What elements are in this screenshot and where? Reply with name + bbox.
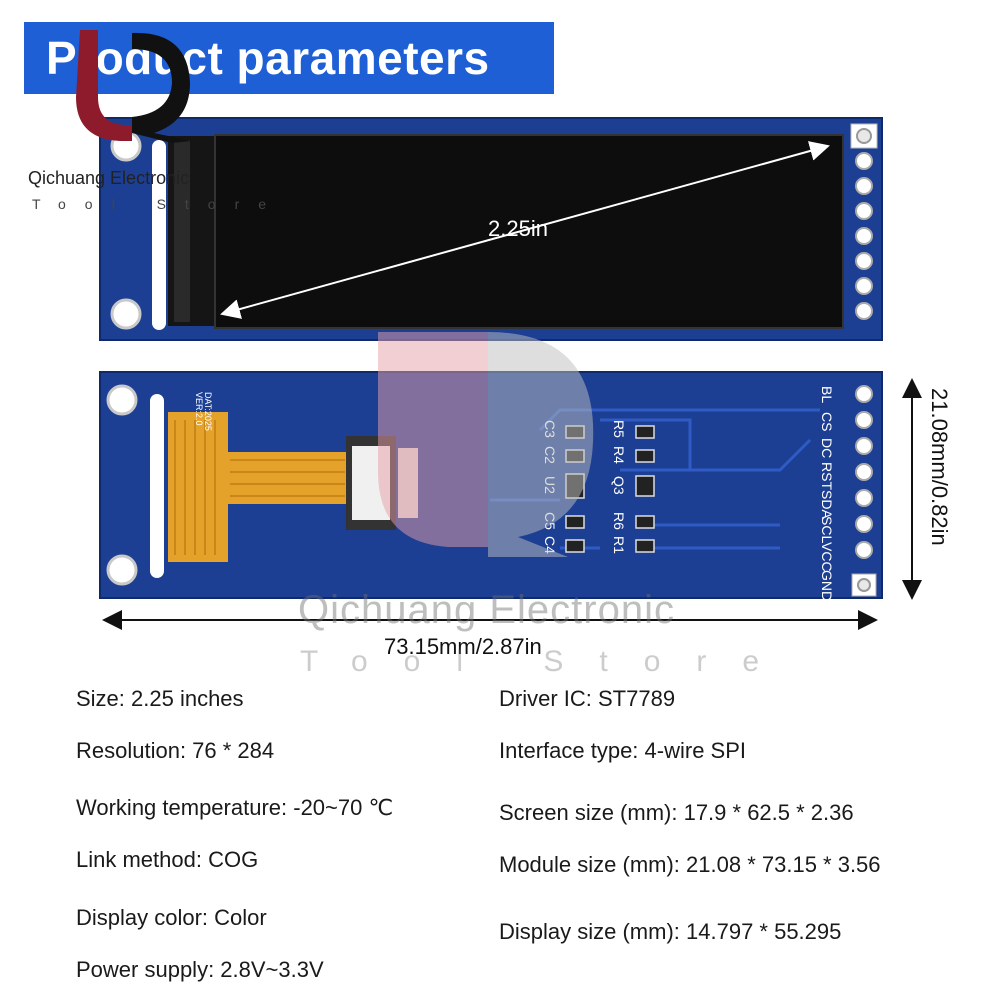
- pin-label: DC: [819, 438, 835, 458]
- watermark-name: Qichuang Electronic: [298, 588, 675, 632]
- mount-hole: [110, 298, 142, 330]
- watermark-sub: Tool Store: [300, 645, 796, 678]
- height-label: 21.08mm/0.82in: [927, 388, 952, 546]
- spec-temperature: Working temperature: -20~70 ℃: [76, 795, 394, 820]
- version-label: VER:2.0: [194, 392, 204, 426]
- pin-label: SCL: [819, 516, 835, 543]
- watermark-logo: [378, 332, 594, 557]
- spec-size: Size: 2.25 inches: [76, 686, 244, 711]
- component-label: Q3: [611, 476, 627, 495]
- front-pin-header: [850, 123, 878, 320]
- pin-label: GND: [819, 570, 835, 601]
- spec-display-color: Display color: Color: [76, 905, 267, 930]
- pin-label: CS: [819, 412, 835, 431]
- diagonal-label: 2.25in: [488, 216, 548, 241]
- pin-label: BL: [819, 386, 835, 403]
- mount-hole: [106, 384, 138, 416]
- spec-display-size: Display size (mm): 14.797 * 55.295: [499, 919, 842, 944]
- back-pin-header: [851, 385, 877, 597]
- brand-logo: [76, 30, 192, 143]
- width-label: 73.15mm/2.87in: [384, 634, 542, 659]
- spec-interface: Interface type: 4-wire SPI: [499, 738, 746, 763]
- flex-cable: [168, 412, 348, 562]
- spec-screen-size: Screen size (mm): 17.9 * 62.5 * 2.36: [499, 800, 854, 825]
- spec-link-method: Link method: COG: [76, 847, 259, 872]
- pin-labels: BL CS DC RST SDA SCL VCC GND: [819, 386, 835, 601]
- component-label: R5: [611, 420, 627, 438]
- pin-label: RST: [819, 462, 835, 490]
- brand-sub: Tool Store: [32, 196, 286, 212]
- spec-resolution: Resolution: 76 * 284: [76, 738, 275, 763]
- component-label: R6: [611, 512, 627, 530]
- pin-label: SDA: [819, 490, 835, 519]
- component-label: R1: [611, 536, 627, 554]
- mount-hole: [106, 554, 138, 586]
- date-label: DAT:2025: [203, 392, 213, 431]
- brand-name: Qichuang Electronic: [28, 168, 190, 188]
- spec-driver-ic: Driver IC: ST7789: [499, 686, 676, 711]
- component-label: R4: [611, 446, 627, 464]
- pin-label: VCC: [819, 542, 835, 572]
- spec-module-size: Module size (mm): 21.08 * 73.15 * 3.56: [499, 852, 881, 877]
- spec-power-supply: Power supply: 2.8V~3.3V: [76, 957, 324, 982]
- front-board: 2.25in: [99, 117, 883, 341]
- diagonal-arrow: [220, 141, 830, 319]
- page-title: Product parameters: [24, 22, 554, 94]
